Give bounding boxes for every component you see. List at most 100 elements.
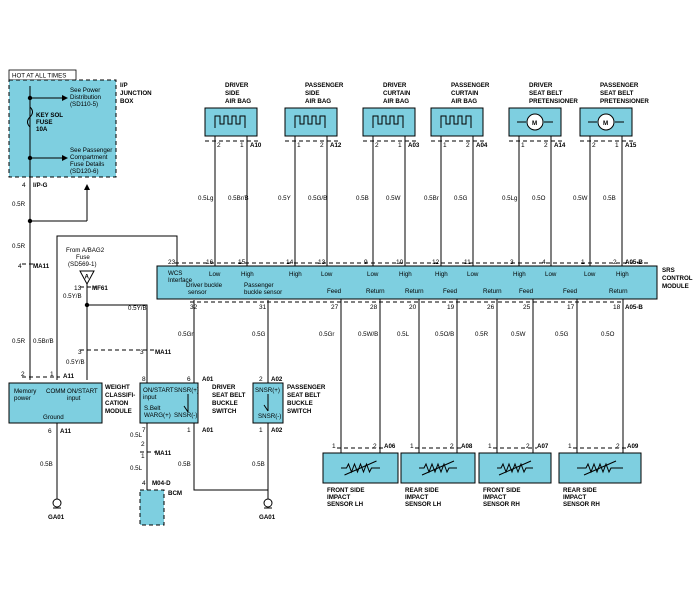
pin-label: 2 bbox=[592, 142, 596, 149]
pin-label: 1 bbox=[398, 142, 402, 149]
variable-arrow bbox=[421, 460, 455, 476]
conn-label: M04-D bbox=[152, 480, 171, 487]
pin-label: 17 bbox=[567, 304, 575, 311]
conn-label: MA11 bbox=[33, 263, 50, 270]
resistor-symbol bbox=[497, 462, 533, 474]
srs-pass-buckle-2: buckle sensor bbox=[244, 289, 282, 296]
wire-label: 0.5Y bbox=[278, 195, 291, 202]
conn-label: A14 bbox=[554, 142, 566, 149]
from-label-1: From A/BAG2 bbox=[66, 247, 105, 254]
pin-label: 16 bbox=[206, 259, 214, 266]
wire-label: 0.5G bbox=[454, 195, 468, 202]
pin-label: 6 bbox=[48, 428, 52, 435]
wire-label: 0.5Lg bbox=[198, 195, 214, 202]
pin-label: 2 bbox=[613, 259, 617, 266]
dsb-title-4: SWITCH bbox=[212, 408, 237, 415]
sensor-title: REAR SIDE bbox=[563, 487, 597, 494]
pin-label: 13 bbox=[74, 285, 82, 292]
srs-pin-label: Return bbox=[366, 288, 385, 295]
airbag-title: DRIVER bbox=[225, 82, 249, 89]
dsb-title-2: SEAT BELT bbox=[212, 392, 246, 399]
conn-label: A09 bbox=[627, 443, 639, 450]
dsb-sbelt-2: WARG(+) bbox=[144, 412, 171, 419]
pin-label: 2 bbox=[373, 443, 377, 450]
airbag-title: DRIVER bbox=[383, 82, 407, 89]
pin-label: 9 bbox=[364, 259, 368, 266]
wire-label: 0.5G bbox=[252, 331, 266, 338]
ground-label: GA01 bbox=[48, 514, 65, 521]
pin-label: 7 bbox=[142, 427, 146, 434]
conn-label: A11 bbox=[60, 428, 72, 435]
pin-label: 32 bbox=[190, 304, 198, 311]
sensor-title: IMPACT bbox=[483, 494, 506, 501]
airbag-title: PRETENSIONER bbox=[529, 98, 578, 105]
wcm-memory-1: Memory bbox=[14, 388, 37, 395]
srs-pin-label: Feed bbox=[327, 288, 342, 295]
ip-conn: I/P-G bbox=[33, 182, 48, 189]
connector-arrow bbox=[79, 270, 95, 286]
srs-pin-label: High bbox=[399, 271, 412, 278]
wire-label: 0.5L bbox=[130, 432, 143, 439]
wire-label: 0.5Y/B bbox=[128, 305, 147, 312]
wcm-title-1: WEIGHT bbox=[105, 384, 130, 391]
wire-label: 0.5R bbox=[12, 243, 26, 250]
srs-top-conn: A05-B bbox=[625, 259, 643, 266]
squib-symbol bbox=[294, 115, 326, 128]
airbag-title: CURTAIN bbox=[383, 90, 411, 97]
ip-junction-box bbox=[8, 79, 117, 178]
ip-title-1: I/P bbox=[120, 82, 128, 89]
sensor-layer: Feed270.5GrReturn280.5W/BReturn200.5LFee… bbox=[319, 288, 642, 508]
srs-pin-label: High bbox=[616, 271, 629, 278]
weight-classification-module bbox=[8, 382, 103, 424]
wire-label: 0.5B bbox=[40, 461, 53, 468]
airbag-title: AIR BAG bbox=[305, 98, 331, 105]
airbag-title: PASSENGER bbox=[305, 82, 344, 89]
srs-pass-buckle-1: Passenger bbox=[244, 282, 274, 289]
pin-label: 2 bbox=[141, 441, 145, 448]
conn-label: MA11 bbox=[155, 450, 172, 457]
resistor-symbol bbox=[341, 462, 380, 474]
ground-icon bbox=[263, 498, 273, 508]
pin-label: 26 bbox=[487, 304, 495, 311]
squib-symbol bbox=[440, 115, 472, 128]
arrow-icon bbox=[84, 184, 90, 190]
fuse-symbol bbox=[27, 106, 33, 128]
srs-pin-label: High bbox=[289, 271, 302, 278]
srs-title-1: SRS bbox=[662, 267, 675, 274]
pin-label: 1 bbox=[410, 443, 414, 450]
wire-label: 0.5Br/B bbox=[228, 195, 249, 202]
dsb-on-1: ON/START bbox=[143, 387, 174, 394]
pin-label: 2 bbox=[320, 142, 324, 149]
ground-label: GA01 bbox=[259, 514, 276, 521]
sensor-title: IMPACT bbox=[563, 494, 586, 501]
ip-pin: 4 bbox=[22, 182, 26, 189]
wire-label: 0.5Gr bbox=[178, 331, 193, 338]
wire-label: 0.5W bbox=[573, 195, 588, 202]
sensor-title: REAR SIDE bbox=[405, 487, 439, 494]
ip-note2-3: Fuse Details bbox=[70, 161, 104, 168]
ground-icon bbox=[52, 498, 62, 508]
wire-label: 0.5Br/B bbox=[33, 338, 54, 345]
srs-wcs-2: Interface bbox=[168, 277, 193, 284]
wire-label: 0.5O bbox=[601, 331, 615, 338]
wcm-title-3: CATION bbox=[105, 400, 129, 407]
from-label-2: Fuse bbox=[76, 254, 90, 261]
wire-label: 0.5Y/B bbox=[63, 293, 82, 300]
wire-label: 0.5O/B bbox=[435, 331, 454, 338]
squib-symbol bbox=[372, 115, 404, 128]
srs-pin-label: Return bbox=[609, 288, 628, 295]
psb-snsrp: SNSR(+) bbox=[255, 387, 280, 394]
wire-label: 0.5Y/B bbox=[66, 359, 85, 366]
wire-label: 0.5G/B bbox=[308, 195, 327, 202]
srs-pin-label: High bbox=[513, 271, 526, 278]
srs-control-module bbox=[156, 265, 658, 300]
pin-label: 2 bbox=[450, 443, 454, 450]
bcm-box bbox=[139, 489, 165, 526]
srs-pin-label: Low bbox=[584, 271, 596, 278]
airbag-title: AIR BAG bbox=[225, 98, 251, 105]
fuse-label-3: 10A bbox=[36, 126, 48, 133]
ip-note1-3: (SD110-5) bbox=[70, 101, 98, 108]
conn-label: A06 bbox=[384, 443, 396, 450]
srs-pin-label: Low bbox=[209, 271, 221, 278]
